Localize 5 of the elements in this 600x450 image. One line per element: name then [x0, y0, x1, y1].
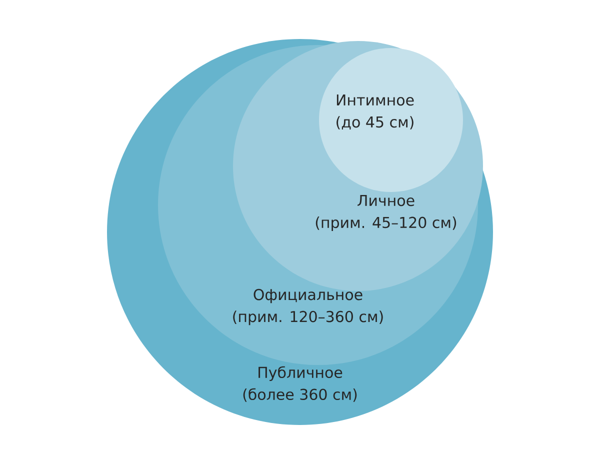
zone-label: Интимное (до 45 см)	[336, 94, 414, 130]
zone-circle	[319, 48, 463, 192]
zone-label: Личное (прим. 45–120 см)	[316, 194, 456, 232]
zone-label: Официальное (прим. 120–360 см)	[233, 288, 383, 326]
zone-label: Публичное (более 360 см)	[243, 366, 357, 402]
